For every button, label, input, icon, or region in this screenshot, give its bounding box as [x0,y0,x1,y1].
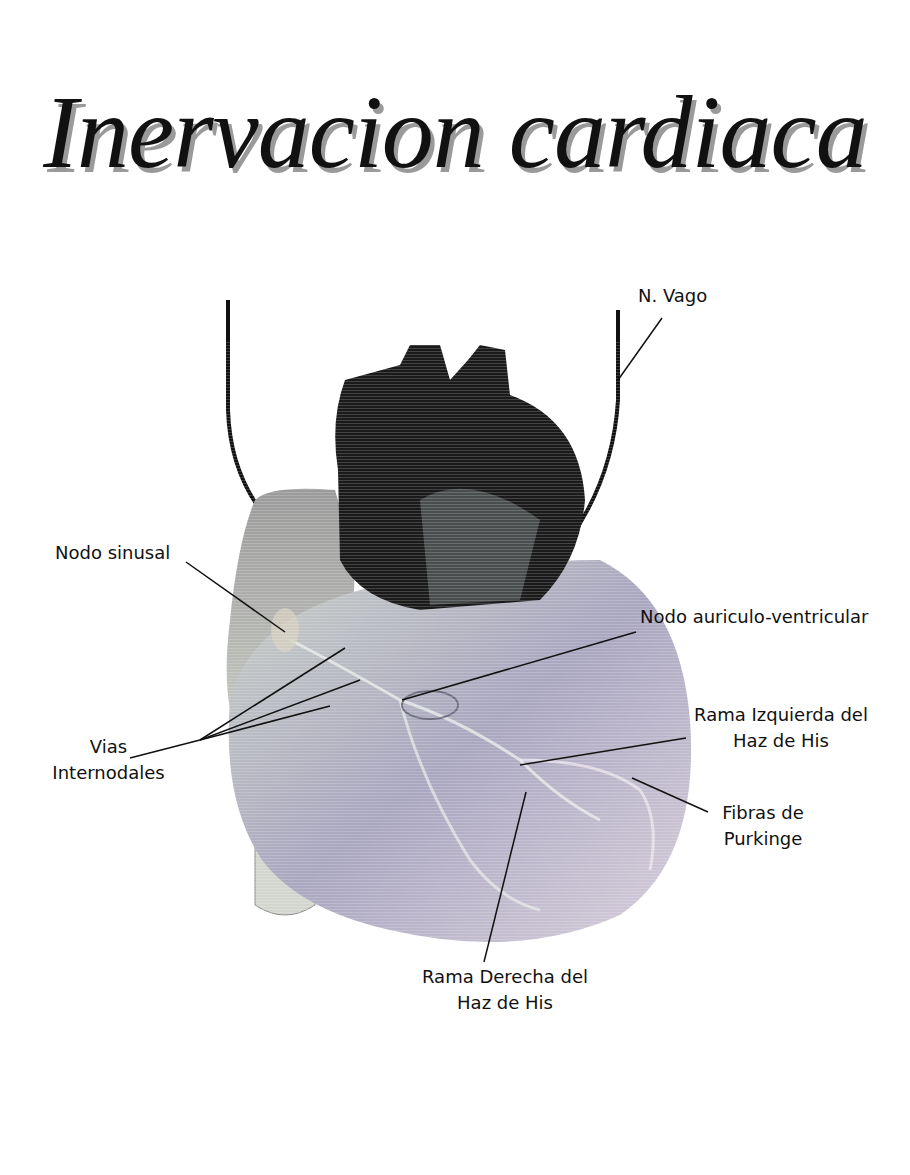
node-label: Nodo auriculo-ventricular [640,604,900,630]
pathway-label: Vias Internodales [46,734,171,786]
leader-lines [130,318,708,962]
node-label: Nodo sinusal [55,540,195,566]
page-title: Inervacion cardiaca [43,72,866,191]
branch-label: Rama Derecha del Haz de His [420,964,590,1016]
fiber-label: Fibras de Purkinge [708,800,818,852]
nerve-label: N. Vago [638,283,758,309]
branch-label: Rama Izquierda del Haz de His [686,702,876,754]
